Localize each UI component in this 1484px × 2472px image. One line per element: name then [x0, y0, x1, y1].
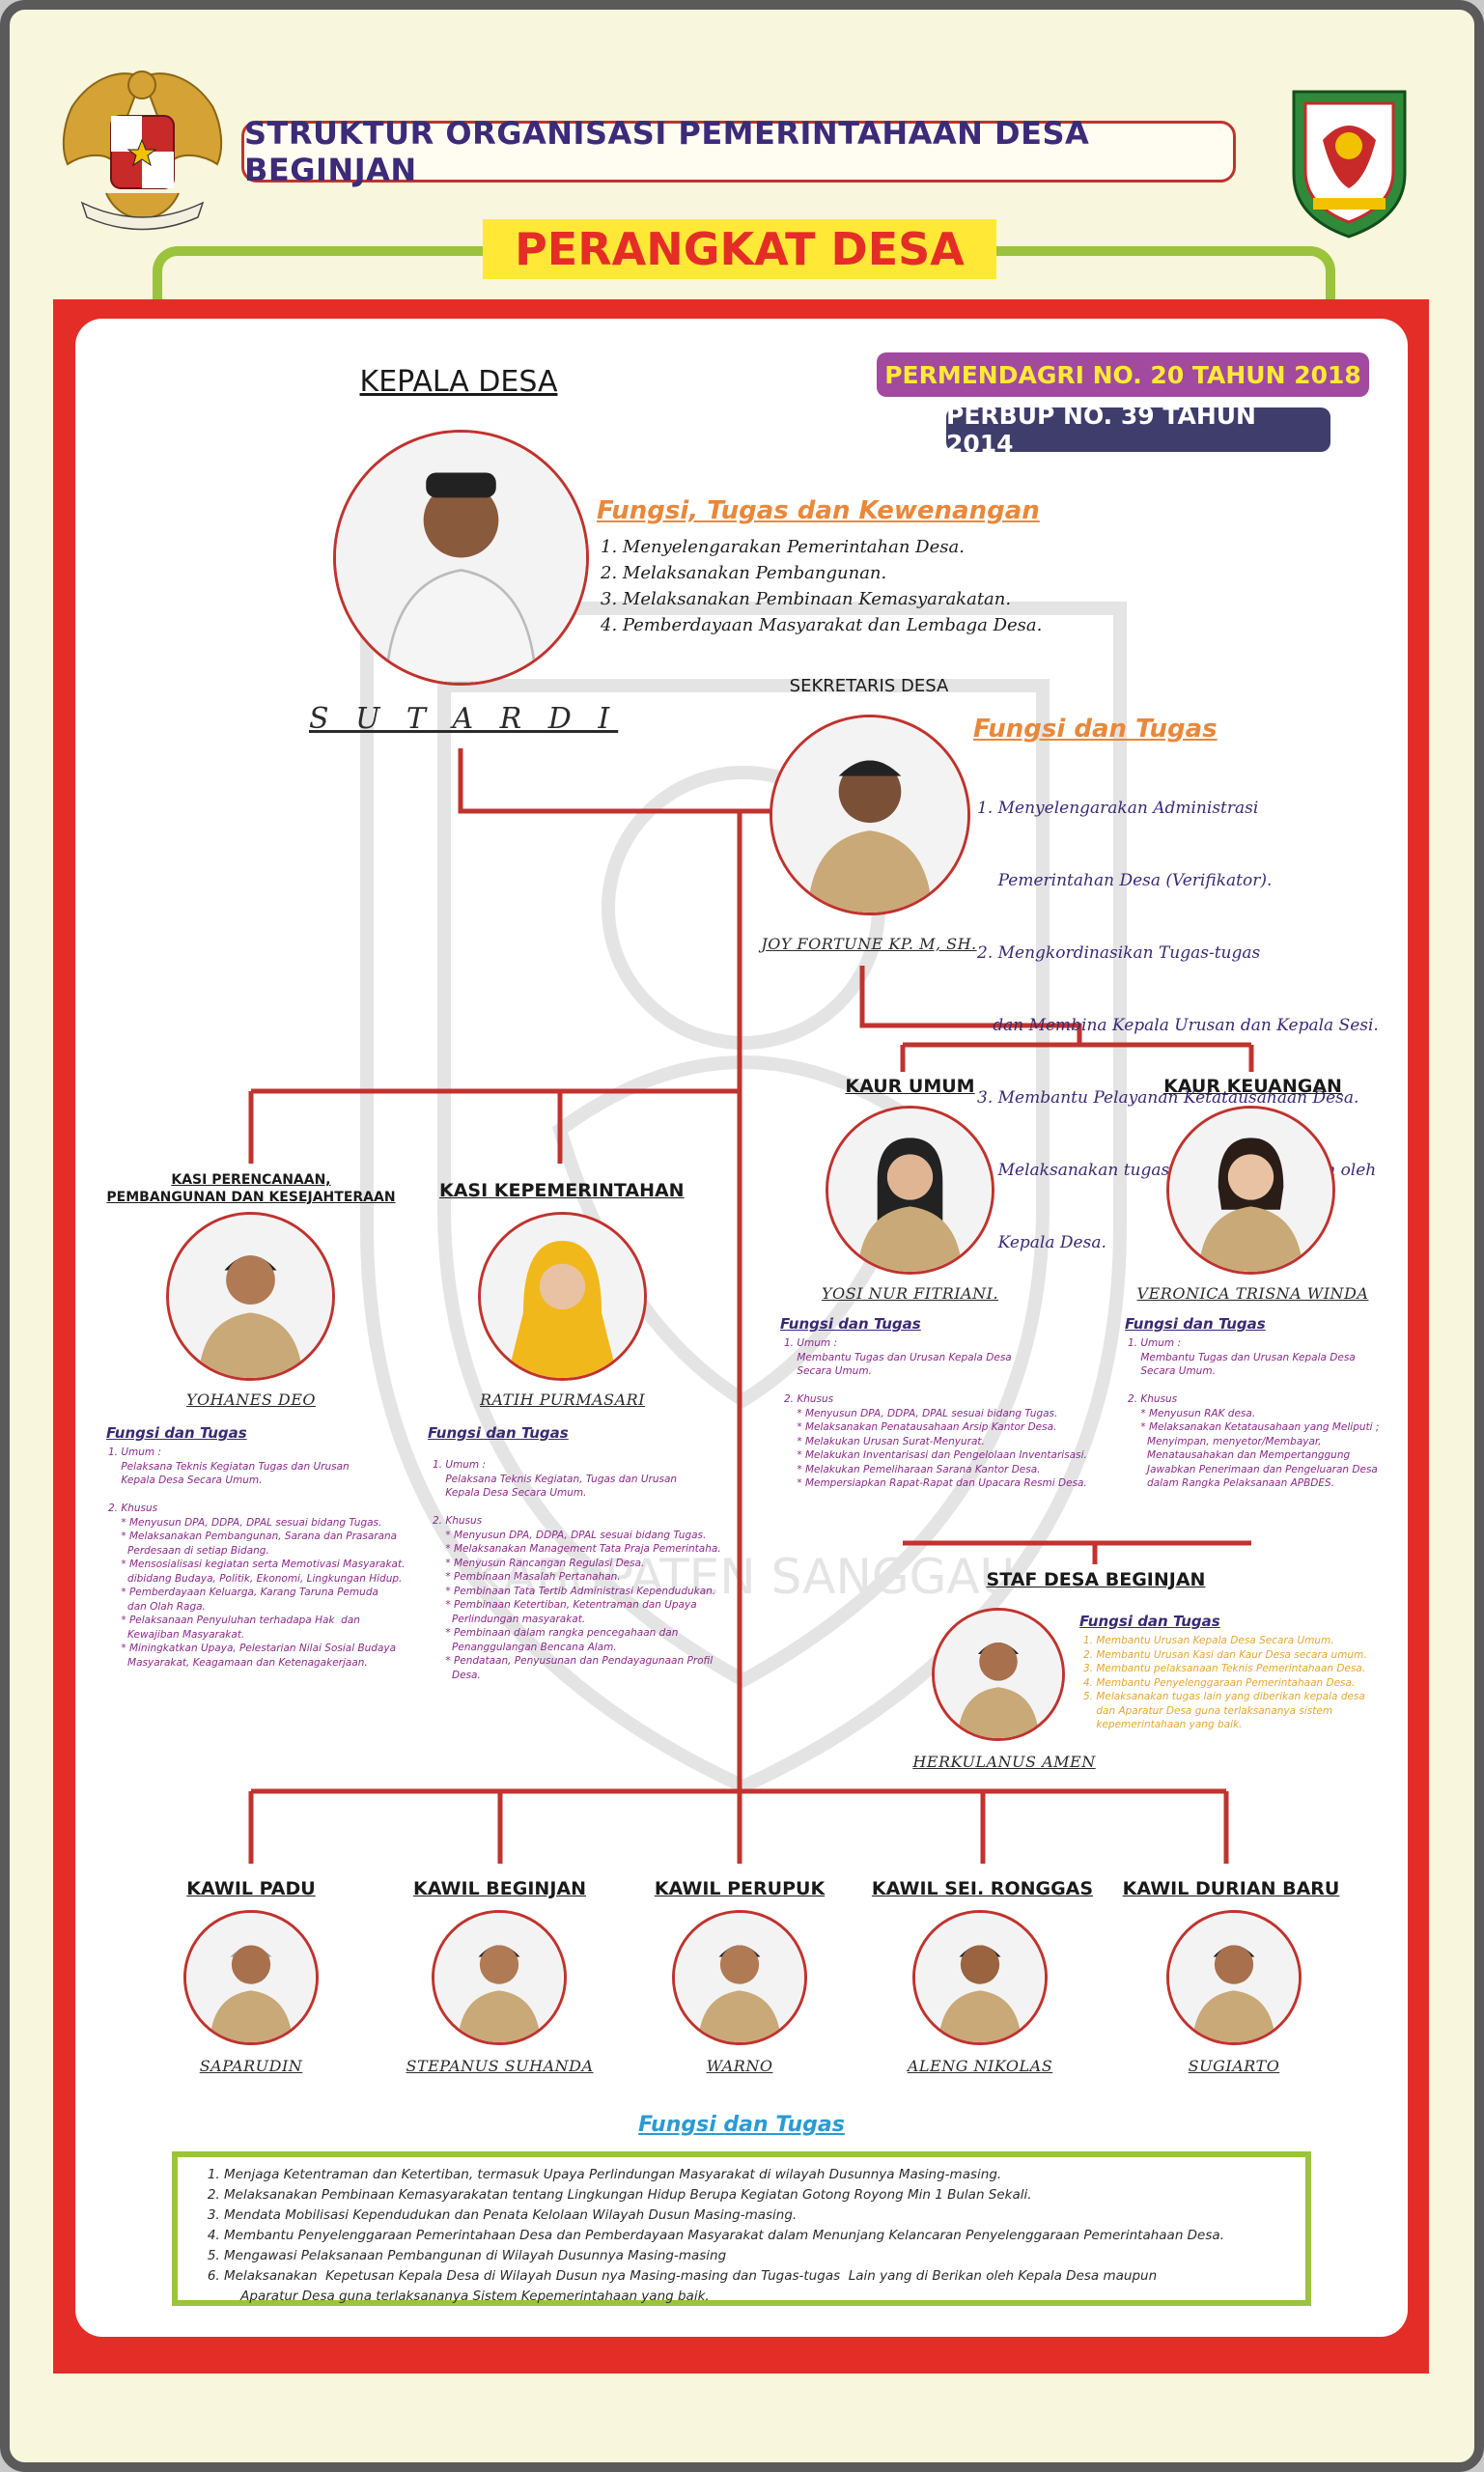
kawil-sei-ronggas-name: ALENG NIKOLAS [883, 2057, 1077, 2075]
kawil-durian-baru-avatar [1166, 1910, 1302, 2045]
kasi-pemerintahan-role: KASI KEPEMERINTAHAN [439, 1180, 681, 1201]
list-item: Membantu Penyelenggaraan Pemerintahaan D… [224, 2226, 1286, 2246]
kasi-pemerintahan-avatar [478, 1212, 647, 1381]
list-item: 4. Pemberdayaan Masyarakat dan Lembaga D… [601, 612, 1042, 638]
kawil-beginjan-role: KAWIL BEGINJAN [396, 1878, 603, 1899]
sekretaris-name: JOY FORTUNE KP. M, SH. [734, 935, 1004, 953]
list-item: 2. Mengkordinasikan Tugas-tugas [977, 941, 1379, 966]
list-item: Menjaga Ketentraman dan Ketertiban, term… [224, 2165, 1286, 2185]
kasi-perencanaan-avatar [166, 1212, 335, 1381]
kepala-desa-role: KEPALA DESA [328, 365, 589, 399]
staf-name: HERKULANUS AMEN [888, 1753, 1120, 1771]
staf-functions-text: 1. Membantu Urusan Kepala Desa Secara Um… [1083, 1634, 1367, 1732]
kawil-sei-ronggas-avatar [912, 1910, 1048, 2045]
kaur-keuangan-name: VERONICA TRISNA WINDA [1120, 1284, 1386, 1303]
kasi-pemerintahan-name: RATIH PURMASARI [444, 1390, 681, 1409]
kasi-pemerintahan-functions-title: Fungsi dan Tugas [428, 1424, 569, 1442]
kaur-umum-avatar [826, 1106, 994, 1275]
kawil-perupuk-role: KAWIL PERUPUK [637, 1878, 842, 1899]
list-item: dan Membina Kepala Urusan dan Kepala Ses… [977, 1014, 1379, 1038]
kawil-functions-list: Menjaga Ketentraman dan Ketertiban, term… [207, 2165, 1286, 2307]
kepala-functions-title: Fungsi, Tugas dan Kewenangan [597, 496, 1040, 525]
list-item: Mengawasi Pelaksanaan Pembangunan di Wil… [224, 2246, 1286, 2266]
list-item: Pemerintahan Desa (Verifikator). [977, 869, 1379, 893]
list-item: 2. Melaksanakan Pembangunan. [601, 560, 1042, 586]
staf-avatar [932, 1608, 1065, 1741]
kawil-beginjan-avatar [432, 1910, 567, 2045]
kawil-padu-name: SAPARUDIN [154, 2057, 348, 2075]
kaur-keuangan-role: KAUR KEUANGAN [1149, 1076, 1357, 1097]
kasi-perencanaan-role-line2: PEMBANGUNAN DAN KESEJAHTERAAN [106, 1189, 396, 1206]
kawil-padu-avatar [183, 1910, 319, 2045]
kasi-perencanaan-functions-text: 1. Umum : Pelaksana Teknis Kegiatan Tuga… [108, 1446, 405, 1670]
kasi-pemerintahan-functions-text: 1. Umum : Pelaksana Teknis Kegiatan, Tug… [433, 1458, 721, 1682]
kaur-umum-functions-title: Fungsi dan Tugas [780, 1315, 921, 1333]
kaur-umum-role: KAUR UMUM [811, 1076, 1009, 1097]
list-item: 1. Menyelengarakan Administrasi [977, 797, 1379, 821]
kepala-desa-name: S U T A R D I [309, 702, 618, 736]
kepala-functions-list: 1. Menyelengarakan Pemerintahan Desa. 2.… [601, 534, 1042, 638]
kawil-durian-baru-name: SUGIARTO [1137, 2057, 1330, 2075]
sekretaris-avatar [770, 715, 970, 915]
kaur-keuangan-functions-text: 1. Umum : Membantu Tugas dan Urusan Kepa… [1128, 1336, 1379, 1491]
kasi-perencanaan-role: KASI PERENCANAAN, PEMBANGUNAN DAN KESEJA… [106, 1171, 396, 1206]
sekretaris-role: SEKRETARIS DESA [763, 676, 975, 696]
kawil-durian-baru-role: KAWIL DURIAN BARU [1110, 1878, 1352, 1899]
list-item: 1. Menyelengarakan Pemerintahan Desa. [601, 534, 1042, 560]
kawil-beginjan-name: STEPANUS SUHANDA [386, 2057, 613, 2075]
kasi-perencanaan-role-line1: KASI PERENCANAAN, [106, 1171, 396, 1189]
list-item: Melaksanakan Pembinaan Kemasyarakatan te… [224, 2185, 1286, 2205]
kaur-umum-name: YOSI NUR FITRIANI. [792, 1284, 1028, 1303]
kawil-perupuk-name: WARNO [643, 2057, 836, 2075]
kawil-perupuk-avatar [672, 1910, 807, 2045]
kawil-functions-box: Menjaga Ketentraman dan Ketertiban, term… [172, 2151, 1311, 2306]
list-item: Melaksanakan Kepetusan Kepala Desa di Wi… [224, 2266, 1286, 2307]
staf-role: STAF DESA BEGINJAN [975, 1569, 1217, 1590]
staf-functions-title: Fungsi dan Tugas [1079, 1613, 1220, 1630]
kasi-perencanaan-functions-title: Fungsi dan Tugas [106, 1424, 247, 1442]
kepala-desa-avatar [333, 430, 589, 686]
kasi-perencanaan-name: YOHANES DEO [145, 1390, 357, 1409]
sekretaris-functions-title: Fungsi dan Tugas [973, 715, 1218, 744]
kaur-keuangan-avatar [1166, 1106, 1335, 1275]
kaur-keuangan-functions-title: Fungsi dan Tugas [1125, 1315, 1266, 1333]
kawil-padu-role: KAWIL PADU [154, 1878, 348, 1899]
kepala-to-sekretaris-line [461, 748, 772, 811]
kawil-functions-title: Fungsi dan Tugas [597, 2113, 886, 2137]
kaur-umum-functions-text: 1. Umum : Membantu Tugas dan Urusan Kepa… [784, 1336, 1087, 1491]
list-item: Mendata Mobilisasi Kependudukan dan Pena… [224, 2205, 1286, 2226]
list-item: 3. Melaksanakan Pembinaan Kemasyarakatan… [601, 586, 1042, 612]
kawil-sei-ronggas-role: KAWIL SEI. RONGGAS [864, 1878, 1101, 1899]
